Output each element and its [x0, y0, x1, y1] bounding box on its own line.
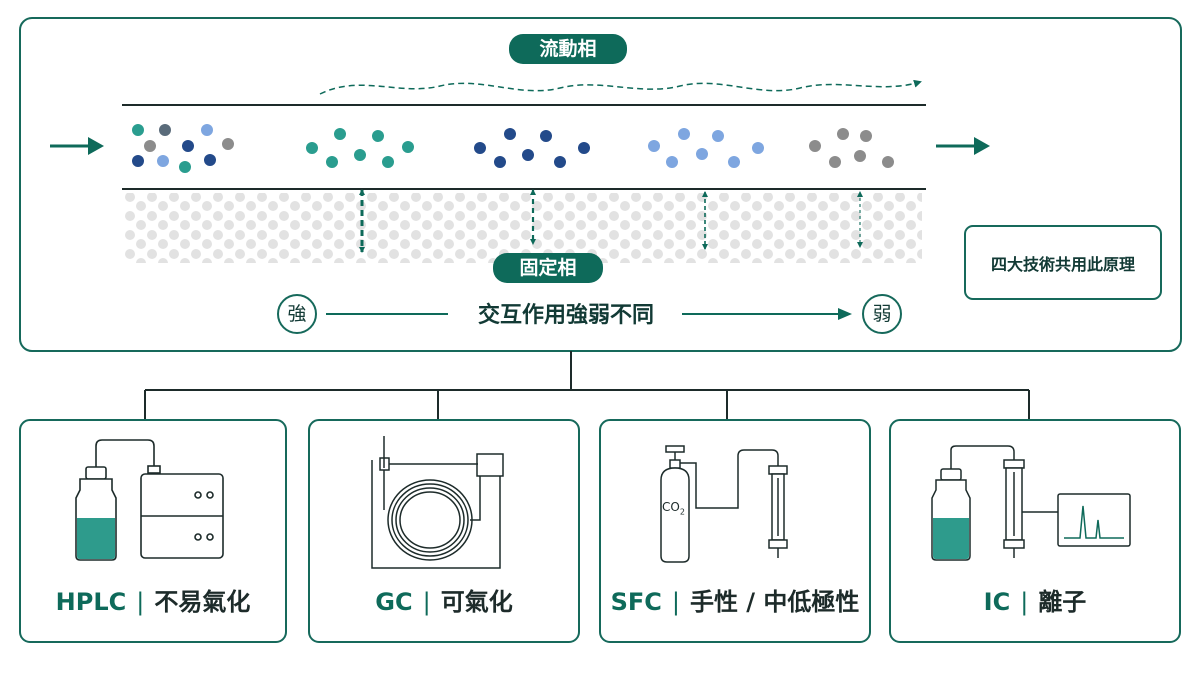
molecule-group-navy — [474, 128, 590, 168]
gc-desc: 可氣化 — [440, 588, 513, 616]
ic-instrument-icon — [931, 445, 1131, 561]
mobile-phase-label: 流動相 — [509, 34, 627, 64]
principle-panel — [19, 17, 1182, 352]
sfc-co2-cylinder-icon — [660, 445, 788, 563]
interaction-strength-text: 交互作用強弱不同 — [477, 303, 654, 328]
sfc-desc: 手性 / 中低極性 — [689, 588, 860, 616]
inlet-arrow-head — [88, 137, 104, 155]
card-hplc — [19, 419, 287, 643]
strong-label: 強 — [277, 294, 317, 334]
sfc-label: SFC | 手性 / 中低極性 — [600, 584, 870, 620]
hplc-desc: 不易氣化 — [154, 588, 251, 616]
gc-label: GC | 可氣化 — [309, 584, 579, 620]
gc-separator: | — [422, 588, 431, 616]
hplc-separator: | — [136, 588, 145, 616]
co2-cylinder-label: CO2 — [662, 500, 685, 516]
stationary-phase-label: 固定相 — [493, 253, 603, 283]
gc-abbr: GC — [375, 588, 413, 616]
co2-text: CO — [662, 500, 680, 514]
ic-abbr: IC — [983, 588, 1011, 616]
molecule-group-gray — [809, 128, 894, 168]
sfc-separator: | — [671, 588, 680, 616]
outlet-arrow-head — [974, 137, 990, 155]
shared-principle-note: 四大技術共用此原理 — [964, 225, 1162, 300]
hplc-abbr: HPLC — [55, 588, 127, 616]
ic-desc: 離子 — [1038, 588, 1087, 616]
card-gc — [308, 419, 580, 643]
card-ic — [889, 419, 1181, 643]
co2-subscript: 2 — [679, 507, 685, 517]
molecule-group-teal — [306, 128, 414, 168]
molecule-group-light-blue — [648, 128, 764, 168]
ic-separator: | — [1020, 588, 1029, 616]
connector-tree — [144, 351, 1030, 420]
gc-oven-column-icon — [371, 436, 504, 569]
sfc-abbr: SFC — [610, 588, 662, 616]
strength-scale-arrow-head — [838, 308, 852, 320]
stationary-phase-beads — [124, 193, 922, 263]
hplc-instrument-icon — [75, 439, 224, 561]
weak-label: 弱 — [862, 294, 902, 334]
molecule-group-mixed — [132, 124, 234, 173]
flow-wave-arrow — [319, 79, 922, 95]
ic-label: IC | 離子 — [890, 584, 1180, 620]
hplc-label: HPLC | 不易氣化 — [20, 584, 286, 620]
card-sfc — [599, 419, 871, 643]
